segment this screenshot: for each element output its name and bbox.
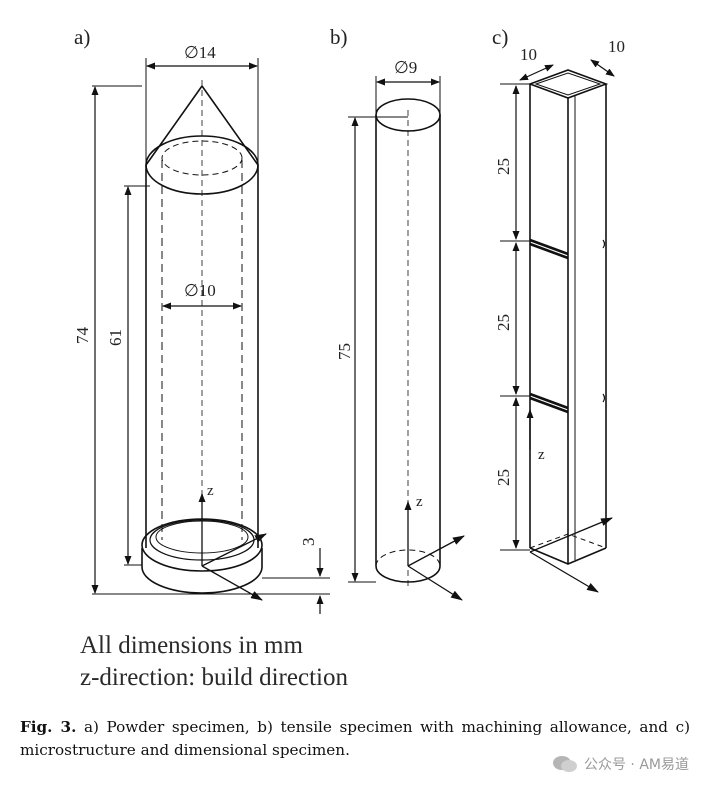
caption-text: a) Powder specimen, b) tensile specimen … <box>20 718 691 759</box>
dim-a-inner-height-text: 61 <box>106 329 125 346</box>
base-plate <box>141 548 263 594</box>
dim-c-segment-2-text: 25 <box>494 314 513 331</box>
dim-c-width-text: 10 <box>520 45 537 64</box>
dim-c-depth <box>590 59 615 77</box>
bar-top-face <box>527 69 609 99</box>
dim-a-inner-diameter-text: ∅10 <box>184 281 216 300</box>
dim-c-width <box>519 64 554 81</box>
build-direction-note: z-direction: build direction <box>80 664 348 691</box>
panel-a-label: a) <box>74 25 90 49</box>
dim-b-height-text: 75 <box>335 343 354 360</box>
panel-c-label: c) <box>492 25 508 49</box>
z-axis-label-a: z <box>207 483 214 499</box>
dim-a-base-height-text: 3 <box>299 538 318 547</box>
watermark-text: 公众号 · AM易道 <box>583 757 689 773</box>
figure-caption: Fig. 3. a) Powder specimen, b) tensile s… <box>20 716 690 762</box>
caption-prefix: Fig. 3. <box>20 718 77 736</box>
watermark: 公众号 · AM易道 <box>552 754 689 774</box>
dim-c-segment-3-text: 25 <box>494 469 513 486</box>
panel-b-label: b) <box>330 25 348 49</box>
cone-tip <box>145 85 259 166</box>
dim-c-segment-1-text: 25 <box>494 158 513 175</box>
panel-b-tensile-specimen: b) ∅9 75 z <box>330 25 465 601</box>
notch-lower <box>529 392 569 414</box>
z-axis-label-b: z <box>416 494 423 510</box>
notch-upper <box>529 238 569 260</box>
dim-a-total-height-text: 74 <box>73 327 92 345</box>
specimen-diagram: a) ∅14 ∅10 74 61 <box>73 25 625 614</box>
units-note: All dimensions in mm <box>80 632 303 659</box>
dim-b-diameter-text: ∅9 <box>394 58 417 77</box>
wechat-icon <box>552 756 577 772</box>
dim-a-top-diameter-text: ∅14 <box>184 43 216 62</box>
panel-c-microstructure-specimen: c) 10 10 25 25 25 z <box>492 25 625 593</box>
z-axis-label-c: z <box>538 447 545 463</box>
panel-a-powder-specimen: a) ∅14 ∅10 74 61 <box>73 25 330 614</box>
dim-c-depth-text: 10 <box>608 37 625 56</box>
